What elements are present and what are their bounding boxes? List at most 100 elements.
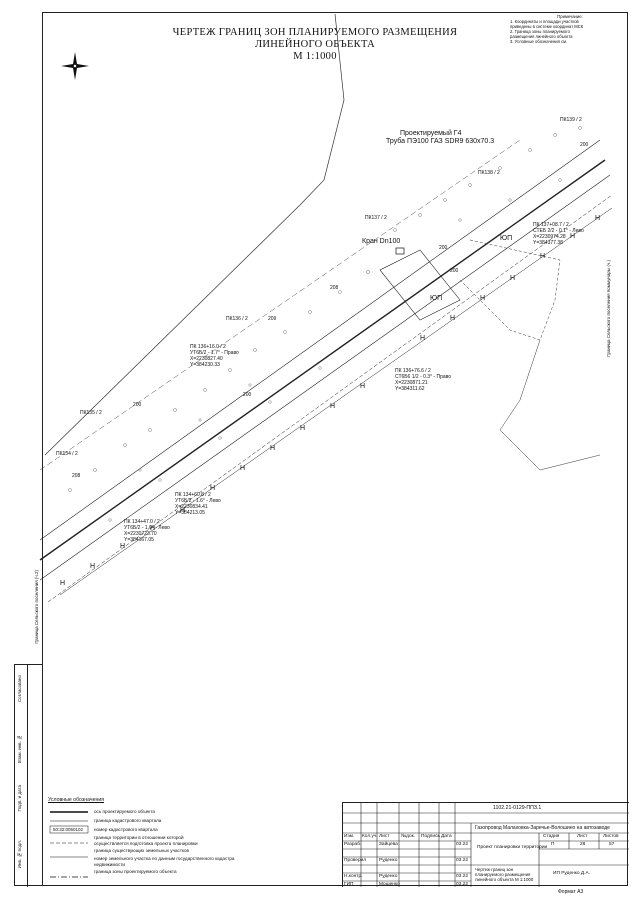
stamp-col: Изм.	[344, 834, 355, 839]
notes-block: Примечание: 1. Координаты и площади учас…	[510, 14, 630, 44]
stamp-col: Подпись	[421, 834, 440, 839]
sheet-header: Лист	[577, 834, 588, 839]
side-label: Инв. № подл.	[17, 840, 22, 869]
legend-text: недвижимости	[94, 861, 125, 867]
stamp-date: 03.22	[456, 882, 469, 887]
svg-text:H: H	[60, 580, 65, 587]
pipe-label: Проектируемый Г4 Труба ПЭ100 ГАЗ SDR9 63…	[386, 130, 494, 146]
sheet-value: 28	[580, 842, 586, 847]
legend-text: ось проектируемого объекта	[94, 809, 155, 814]
svg-text:H: H	[210, 485, 215, 492]
point-text: УТ6Б/2 - 1.7° - Право	[190, 350, 239, 356]
elevation-label: 208	[72, 473, 81, 479]
stamp-col: Лист	[379, 834, 390, 839]
point-text: X=2230723.70	[124, 531, 157, 537]
elevation-label: 209	[268, 316, 277, 322]
point-text: X=2230974.28	[533, 234, 566, 240]
legend-text: граница существующих земельных участков	[94, 848, 189, 853]
point-text: X=2230827.40	[190, 356, 223, 362]
legend-text: граница территории в отношении которой	[94, 834, 184, 840]
svg-text:H: H	[270, 445, 275, 452]
legend-text: осуществляется подготовка проекта планир…	[94, 840, 198, 846]
stamp-date: 03.22	[456, 858, 469, 863]
svg-text:H: H	[570, 233, 575, 240]
cadastral-boundary	[44, 13, 345, 456]
title-scale: М 1:1000	[293, 51, 337, 62]
point-callout-pk136a: ПК 136+16.0 / 2 УТ6Б/2 - 1.7° - Право X=…	[190, 344, 239, 368]
pk-mark: ПК136 / 2	[226, 316, 248, 322]
stamp-role: Н.контр.	[344, 874, 363, 879]
legend-item: номер земельного участка по данным госуд…	[48, 855, 293, 861]
stamp-name: Руденко	[379, 874, 398, 879]
svg-text:ЮП: ЮП	[430, 295, 442, 302]
svg-text:H: H	[180, 507, 185, 514]
doc-code: 1102.21-0129-ППЗ.1	[493, 805, 542, 811]
svg-text:H: H	[300, 425, 305, 432]
notes-line: 2. Граница зоны планируемого	[510, 29, 570, 34]
elevation-label: 200	[580, 142, 589, 148]
svg-text:H: H	[330, 403, 335, 410]
svg-text:H: H	[595, 215, 600, 222]
legend: Условные обозначения ось проектируемого …	[48, 797, 293, 876]
legend-text: номер земельного участка по данным госуд…	[94, 855, 235, 861]
point-text: Y=384311.62	[395, 386, 425, 392]
point-text: Y=384377.38	[533, 240, 563, 246]
legend-title: Условные обозначения	[48, 797, 105, 803]
boundary-label-left: Граница Сельского поселения (ч.2)	[34, 570, 39, 644]
point-callout-pk134a: ПК 134+60.8 / 2 УТ6Б/2 - 1.6° - Лево X=2…	[175, 492, 221, 516]
stamp-name: Зайцева	[379, 842, 398, 847]
north-arrow-icon	[61, 52, 89, 80]
legend-item: граница территории в отношении которой	[48, 834, 293, 840]
svg-text:H: H	[90, 563, 95, 570]
notes-line: размещения линейного объекта	[510, 34, 573, 39]
elevation-label: 200	[439, 245, 448, 251]
elevation-label: 208	[330, 285, 339, 291]
title-line-1: ЧЕРТЕЖ ГРАНИЦ ЗОН ПЛАНИРУЕМОГО РАЗМЕЩЕНИ…	[172, 27, 458, 50]
legend-item: недвижимости	[48, 861, 293, 867]
legend-text: граница зоны проектируемого объекта	[94, 869, 177, 874]
legend-item: граница существующих земельных участков	[48, 846, 293, 855]
svg-text:H: H	[360, 383, 365, 390]
elevation-label: 200	[133, 402, 142, 408]
drawing-name: Чертеж границ зон планируемого размещени…	[475, 867, 534, 882]
section-name: Проект планировки территории	[477, 845, 548, 850]
legend-item: граница зоны проектируемого объекта	[48, 867, 293, 876]
side-label: Подп. и дата	[17, 785, 22, 812]
svg-text:H: H	[480, 295, 485, 302]
kran-label: Кран Dn100	[362, 238, 401, 245]
pipe-label-line1: Проектируемый Г4	[400, 130, 462, 137]
notes-line: 1. Координаты и площади участков	[510, 19, 579, 24]
point-text: X=2230834.41	[175, 504, 208, 510]
notes-line: приведены в системе координат МСК	[510, 24, 584, 29]
title-block: 1102.21-0129-ППЗ.1 Газопровод Малаховка-…	[342, 802, 629, 887]
point-callout-pk137: ПК 137+08.7 / 2 СТЕБ 2/2 - 0.1° - Лево X…	[533, 222, 584, 246]
legend-text: граница кадастрового квартала	[94, 818, 162, 823]
stamp-role: ГИП	[344, 882, 354, 887]
elevation-label: 200	[243, 392, 252, 398]
point-text: Y=384213.05	[175, 510, 205, 516]
legend-symbol: 50:32:0050102	[52, 827, 84, 832]
object-name: Газопровод Малаховка-Заречье-Волошино на…	[475, 825, 610, 831]
pk-mark: ПК137 / 2	[365, 215, 387, 221]
svg-text:H: H	[540, 253, 545, 260]
svg-text:H: H	[510, 275, 515, 282]
pk-mark: ПК134 / 2	[56, 451, 78, 457]
point-text: ПК 134+60.8 / 2	[175, 492, 211, 498]
point-text: СТЕБ 2/2 - 0.1° - Лево	[533, 228, 584, 234]
stamp-col: №док.	[401, 834, 416, 839]
notes-heading: Примечание:	[557, 14, 583, 19]
point-text: X=2230871.21	[395, 380, 428, 386]
stamp-col: Дата	[441, 834, 452, 839]
stamp-role: Проверил	[344, 858, 367, 863]
boundary-label-right: Граница Сельского поселения Коммунары (ч…	[606, 260, 611, 357]
svg-text:H: H	[120, 543, 125, 550]
point-text: ПК 137+08.7 / 2	[533, 222, 569, 228]
point-text: УТ6Б/2 - 1.0° - Лево	[124, 525, 170, 531]
side-label: Взам. инв. №	[17, 735, 22, 764]
side-label: Согласовано	[17, 675, 22, 703]
svg-text:H: H	[450, 315, 455, 322]
legend-item: ось проектируемого объекта	[48, 807, 293, 816]
point-text: СТ6Б6 1/2 - 0.3° - Право	[395, 374, 452, 380]
